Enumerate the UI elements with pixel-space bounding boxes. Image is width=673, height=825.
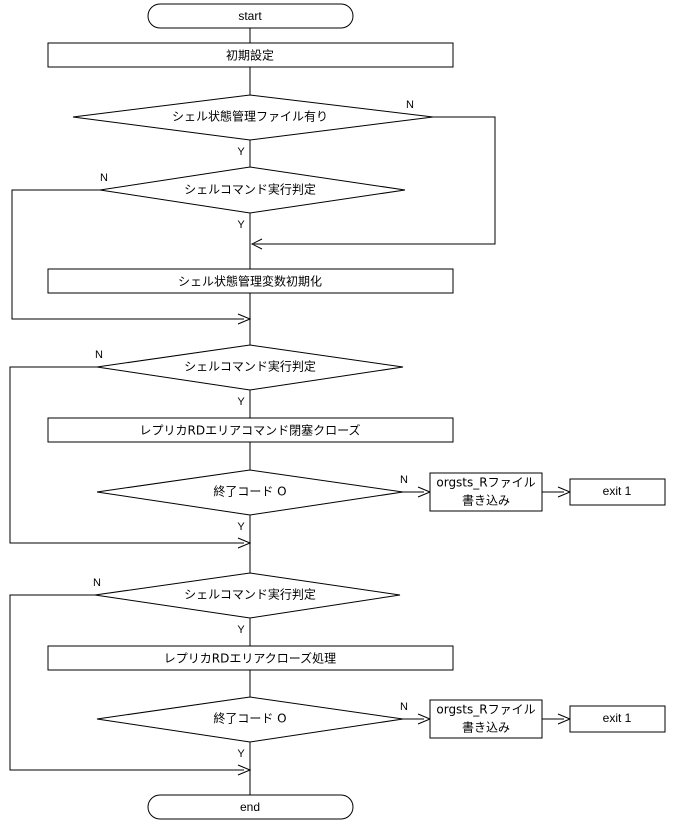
branch-label-cmd-exec-1-yes: Y (237, 219, 245, 231)
exit-1-top-box-shape (569, 478, 666, 506)
connector-cmd-exec-2-no (9, 366, 244, 544)
connector-cmd-exec-3-no (9, 594, 244, 771)
decision-exit-code-2-shape (96, 696, 404, 743)
end-label: end (240, 800, 260, 814)
end-terminal-shape (147, 794, 354, 820)
branch-label-state-file-yes: Y (237, 146, 245, 158)
orgsts-write-2-box-shape (429, 699, 543, 739)
node-decision-cmd-exec-1[interactable]: シェルコマンド実行判定 (99, 166, 406, 214)
branch-label-cmd-exec-2-no: N (95, 349, 103, 361)
node-exit-1-bottom[interactable]: exit 1 (569, 705, 666, 733)
start-terminal-shape (147, 3, 354, 29)
branch-label-cmd-exec-3-yes: Y (237, 624, 245, 636)
node-orgsts-write-1[interactable]: orgsts_Rファイル 書き込み (429, 472, 543, 512)
node-decision-exit-code-1[interactable]: 終了コード O (96, 469, 404, 516)
decision-cmd-exec-3-shape (94, 572, 401, 619)
decision-exit-code-2-label: 終了コード O (213, 711, 286, 726)
orgsts-write-2-label-line2: 書き込み (462, 721, 510, 735)
orgsts-write-1-label-line2: 書き込み (462, 494, 510, 508)
connector-state-file-no (254, 116, 496, 245)
branch-label-exit-code-1-no: N (400, 474, 408, 486)
node-orgsts-write-2[interactable]: orgsts_Rファイル 書き込み (429, 699, 543, 739)
decision-cmd-exec-1-label: シェルコマンド実行判定 (184, 182, 316, 197)
node-exit-1-top[interactable]: exit 1 (569, 478, 666, 506)
init-box-shape (47, 42, 454, 68)
init-state-vars-box-shape (47, 268, 454, 294)
start-label: start (238, 9, 262, 23)
node-decision-cmd-exec-2[interactable]: シェルコマンド実行判定 (96, 344, 404, 391)
replica-rd-close-proc-box-shape (47, 645, 454, 671)
replica-rd-cmd-close-box-shape (47, 417, 454, 443)
decision-state-file-shape (72, 94, 434, 141)
connector-layer (9, 28, 572, 795)
exit-1-bottom-box-shape (569, 705, 666, 733)
node-end[interactable]: end (147, 794, 354, 820)
replica-rd-close-proc-label: レプリカRDエリアクローズ処理 (164, 651, 336, 666)
orgsts-write-1-box-shape (429, 472, 543, 512)
decision-cmd-exec-2-shape (96, 344, 404, 391)
replica-rd-cmd-close-label: レプリカRDエリアコマンド閉塞クローズ (140, 423, 361, 438)
branch-label-exit-code-2-yes: Y (237, 748, 245, 760)
branch-label-exit-code-1-yes: Y (237, 521, 245, 533)
node-decision-cmd-exec-3[interactable]: シェルコマンド実行判定 (94, 572, 401, 619)
arrowhead-state-file-no (250, 238, 263, 250)
branch-label-cmd-exec-1-no: N (100, 172, 108, 184)
exit-1-bottom-label: exit 1 (603, 711, 632, 725)
decision-cmd-exec-2-label: シェルコマンド実行判定 (184, 359, 316, 374)
init-label: 初期設定 (226, 48, 274, 63)
node-start[interactable]: start (147, 3, 354, 29)
init-state-vars-label: シェル状態管理変数初期化 (178, 274, 322, 289)
branch-label-cmd-exec-2-yes: Y (237, 396, 245, 408)
node-replica-rd-cmd-close[interactable]: レプリカRDエリアコマンド閉塞クローズ (47, 417, 454, 443)
decision-cmd-exec-1-shape (99, 166, 406, 214)
branch-label-exit-code-2-no: N (400, 701, 408, 713)
node-init[interactable]: 初期設定 (47, 42, 454, 68)
decision-exit-code-1-label: 終了コード O (213, 484, 286, 499)
node-decision-exit-code-2[interactable]: 終了コード O (96, 696, 404, 743)
node-replica-rd-close-proc[interactable]: レプリカRDエリアクローズ処理 (47, 645, 454, 671)
node-decision-state-file[interactable]: シェル状態管理ファイル有り (72, 94, 434, 141)
decision-state-file-label: シェル状態管理ファイル有り (172, 109, 328, 124)
branch-label-cmd-exec-3-no: N (93, 577, 101, 589)
node-init-state-vars[interactable]: シェル状態管理変数初期化 (47, 268, 454, 294)
connector-cmd-exec-1-no (11, 189, 244, 320)
orgsts-write-2-label-line1: orgsts_Rファイル (436, 703, 535, 717)
decision-exit-code-1-shape (96, 469, 404, 516)
orgsts-write-1-label-line1: orgsts_Rファイル (436, 476, 535, 490)
exit-1-top-label: exit 1 (603, 484, 632, 498)
decision-cmd-exec-3-label: シェルコマンド実行判定 (184, 587, 316, 602)
branch-label-state-file-no: N (406, 99, 414, 111)
